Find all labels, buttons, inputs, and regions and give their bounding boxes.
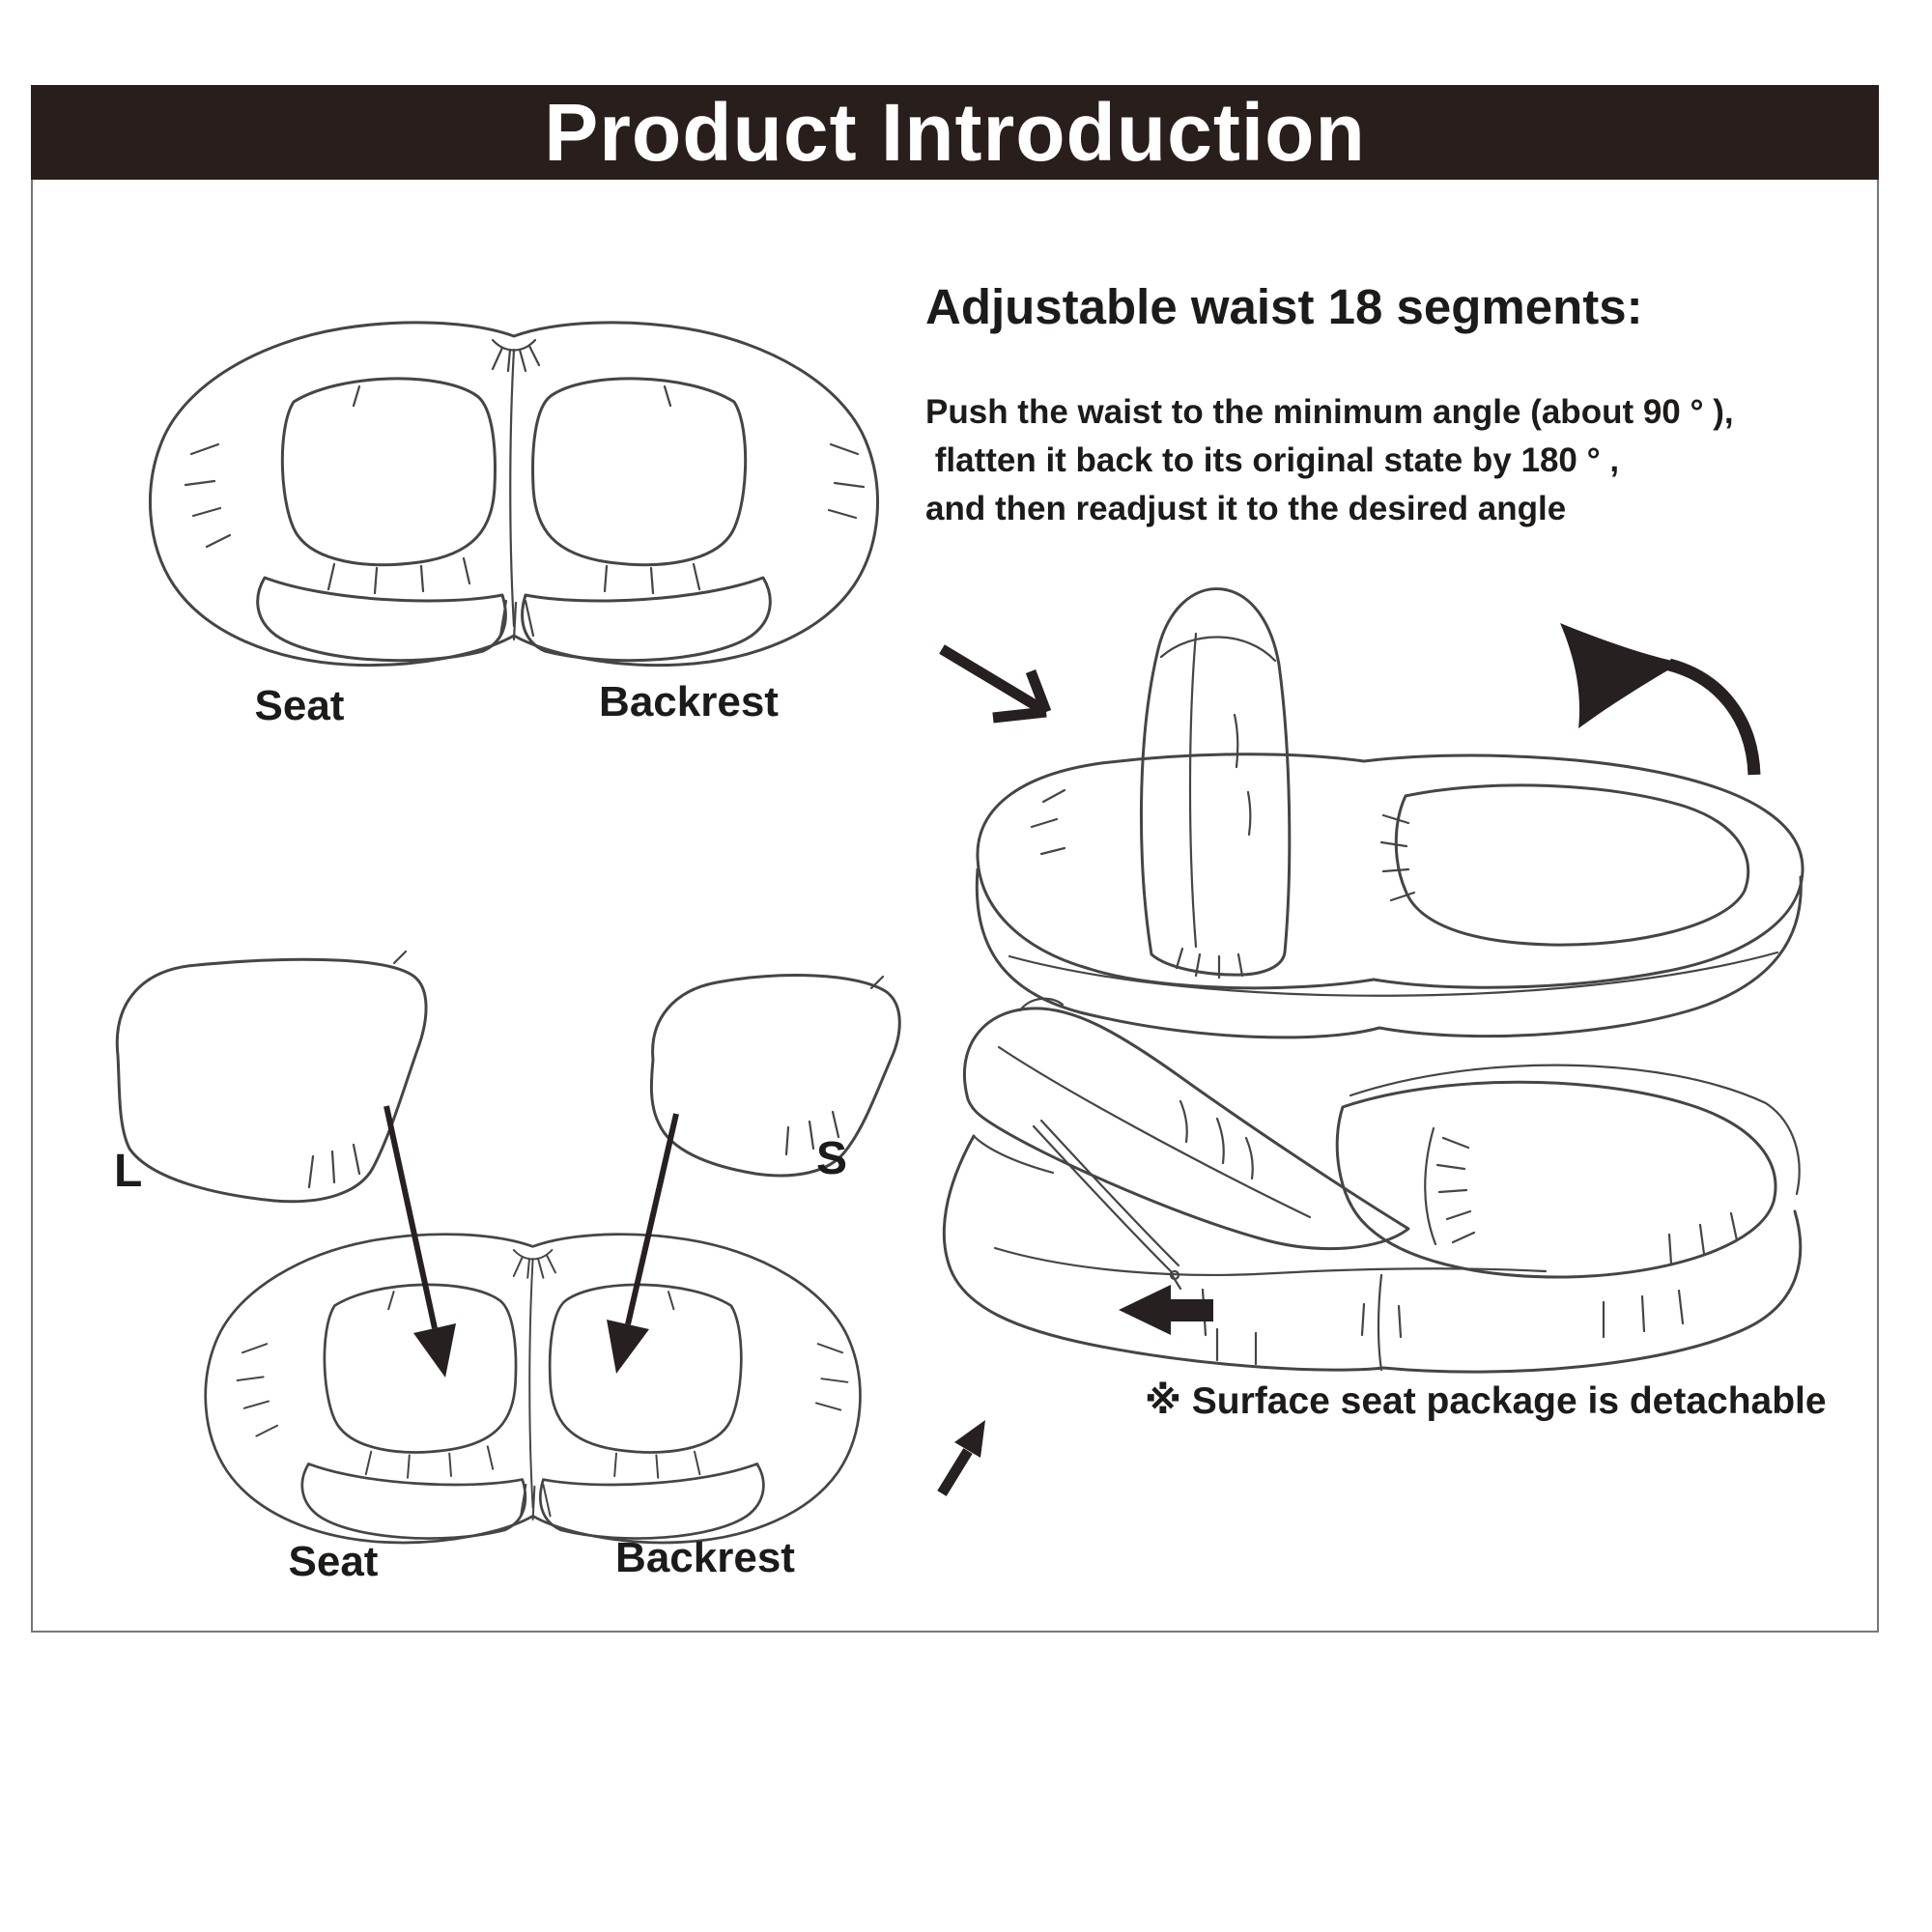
adjustable-waist-heading: Adjustable waist 18 segments: <box>925 279 1643 334</box>
page-title: Product Introduction <box>544 86 1366 178</box>
backrest-adjustment-illustration <box>939 587 1804 1039</box>
zipper <box>1032 1119 1182 1291</box>
arrow-left-solid-icon <box>1119 1285 1213 1335</box>
sofa-top-view-illustration <box>149 321 879 668</box>
instruction-line-3: and then readjust it to the desired angl… <box>925 490 1567 527</box>
sofa-backrest-raised <box>975 587 1804 1039</box>
large-pillow-label: L <box>114 1146 143 1197</box>
detachable-note: ※ Surface seat package is detachable <box>1145 1380 1827 1422</box>
arrow-into-seat-icon <box>384 1105 456 1378</box>
instruction-paragraph: Push the waist to the minimum angle (abo… <box>925 388 1734 533</box>
small-pillow-label: S <box>816 1133 848 1184</box>
small-pillow <box>649 974 901 1178</box>
pillow-insert-illustration <box>115 950 901 1545</box>
sofa-base <box>204 1233 862 1545</box>
arrow-up-right-icon <box>937 1420 985 1496</box>
curved-rotation-arrow-icon <box>1560 623 1761 776</box>
sofa-reclined <box>942 997 1803 1374</box>
header-bar: Product Introduction <box>31 85 1879 180</box>
instruction-line-2: flatten it back to its original state by… <box>925 441 1620 479</box>
arrow-into-backrest-icon <box>607 1113 679 1374</box>
seat-label-bottom: Seat <box>288 1538 379 1585</box>
arrow-down-right-icon <box>939 644 1052 724</box>
instruction-line-1: Push the waist to the minimum angle (abo… <box>925 393 1734 431</box>
backrest-label-bottom: Backrest <box>615 1534 795 1581</box>
seat-label: Seat <box>254 682 345 729</box>
detachable-cover-illustration <box>942 997 1803 1374</box>
large-pillow <box>115 950 428 1204</box>
backrest-label: Backrest <box>599 678 779 725</box>
